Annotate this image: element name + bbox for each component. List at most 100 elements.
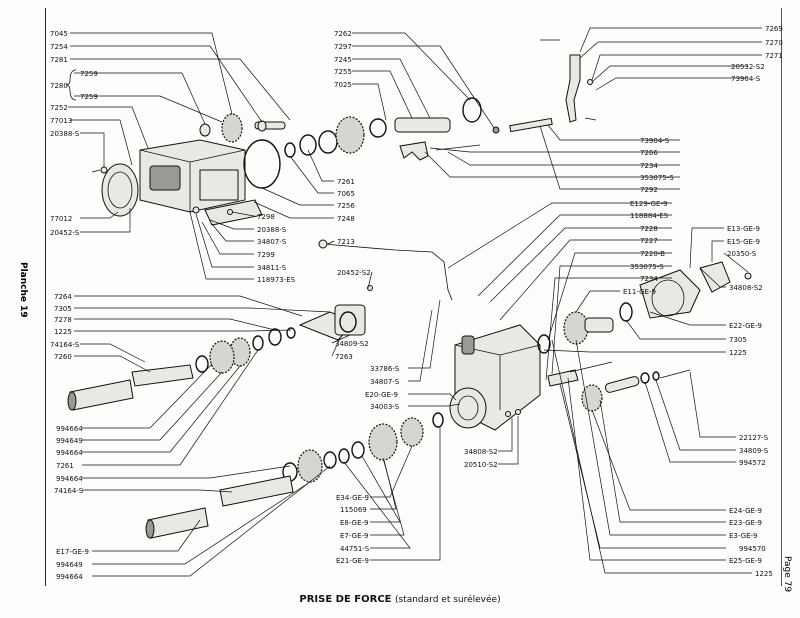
callout: E34-GE-9	[336, 494, 369, 502]
callout: 7305	[54, 305, 72, 313]
callout: 7259	[80, 70, 98, 78]
callout: 994649	[56, 437, 83, 445]
callout: 7263	[335, 353, 353, 361]
callout: E23-GE-9	[729, 519, 762, 527]
callout: 7305	[729, 336, 747, 344]
callout: 7045	[50, 30, 68, 38]
callout: 20388-S	[257, 226, 287, 234]
callout: 7234	[640, 162, 658, 170]
callout: 1225	[755, 570, 773, 578]
leader-lines	[65, 27, 762, 577]
callout: 7266	[640, 149, 658, 157]
callout: E24-GE-9	[729, 507, 762, 515]
callout: 7227	[640, 237, 658, 245]
callout: 73904-S	[731, 75, 761, 83]
callout: 7280	[50, 82, 68, 90]
main-housing	[449, 324, 541, 431]
callout: 994572	[739, 459, 766, 467]
callout: 7270	[765, 39, 783, 47]
upper-housing	[139, 139, 246, 213]
callout: 77012	[50, 215, 72, 223]
callout: 33786-S	[370, 365, 400, 373]
callout: 118973-ES	[257, 276, 296, 284]
callout: 7245	[334, 56, 352, 64]
callout: 7299	[257, 251, 275, 259]
callout: E7-GE-9	[340, 532, 369, 540]
callout: 73904-S	[640, 137, 670, 145]
callout: 34807-S	[257, 238, 287, 246]
gasket-ring	[243, 139, 281, 189]
page-number: Page 79	[782, 556, 794, 596]
callout: 7260	[54, 353, 72, 361]
callout: E8-GE-9	[340, 519, 369, 527]
callout: 7234	[640, 275, 658, 283]
callout: 7271	[765, 52, 783, 60]
callout: 7262	[334, 30, 352, 38]
callout: 7264	[54, 293, 72, 301]
callout: 994649	[56, 561, 83, 569]
callout: 994664	[56, 573, 83, 581]
plate-number: Planche 19	[18, 262, 28, 352]
callout: 7261	[56, 462, 74, 470]
callout-labels: 7045 7254 7281 7280 7259 7259 7252 77013…	[50, 25, 783, 581]
callout: 20510-S2	[464, 461, 498, 469]
callout: 77013	[50, 117, 72, 125]
callout: E13-GE-9	[727, 225, 760, 233]
callout: 74164-S	[54, 487, 84, 495]
callout: 7298	[257, 213, 275, 221]
side-cover	[101, 163, 139, 217]
callout: 7025	[334, 81, 352, 89]
callout: 20350-S	[727, 250, 757, 258]
callout: 115069	[340, 506, 367, 514]
callout: E129-GE-9	[630, 200, 667, 208]
callout: 7220-B	[640, 250, 665, 258]
caption-title: PRISE DE FORCE	[299, 594, 392, 605]
callout: 34807-S	[370, 378, 400, 386]
figure-caption: PRISE DE FORCE (standard et surélevée)	[0, 594, 800, 605]
callout: 22127-S	[739, 434, 769, 442]
callout: 7278	[54, 316, 72, 324]
callout: 34809-S	[739, 447, 769, 455]
callout: 74164-S	[50, 341, 80, 349]
callout: 7248	[337, 215, 355, 223]
callout: 7281	[50, 56, 68, 64]
callout: E11-GE-9	[623, 288, 656, 296]
callout: 20532-S2	[731, 63, 765, 71]
callout: 34811-S	[257, 264, 287, 272]
callout: 353075-S	[640, 174, 674, 182]
callout: 1225	[54, 328, 72, 336]
callout: 994570	[739, 545, 766, 553]
callout: 7252	[50, 104, 68, 112]
callout: E21-GE-9	[336, 557, 369, 565]
callout: 7228	[640, 225, 658, 233]
page-number-text: Page 79	[782, 556, 792, 593]
callout: E15-GE-9	[727, 238, 760, 246]
callout: E20-GE-9	[365, 391, 398, 399]
gear-left	[209, 340, 235, 374]
gear-e11	[563, 311, 589, 345]
callout: 353075-S	[630, 263, 664, 271]
callout: 7292	[640, 186, 658, 194]
callout: 20388-S	[50, 130, 80, 138]
callout: 20452-S2	[337, 269, 371, 277]
caption-subtitle: (standard et surélevée)	[394, 595, 501, 605]
callout: E3-GE-9	[729, 532, 758, 540]
callout: 34809-S2	[335, 340, 369, 348]
callout: 20452-S	[50, 229, 80, 237]
callout: 7259	[80, 93, 98, 101]
callout: 7256	[337, 202, 355, 210]
callout: 34808-S2	[729, 284, 763, 292]
callout: 7269	[765, 25, 783, 33]
callout: 7065	[337, 190, 355, 198]
callout: E17-GE-9	[56, 548, 89, 556]
callout: 7213	[337, 238, 355, 246]
parts-layer	[67, 39, 752, 539]
callout: 7261	[337, 178, 355, 186]
callout: 7297	[334, 43, 352, 51]
callout: 994664	[56, 425, 83, 433]
callout: 994664	[56, 449, 83, 457]
callout: 34003-S	[370, 403, 400, 411]
callout: 118884-ES	[630, 212, 669, 220]
callout: E25-GE-9	[729, 557, 762, 565]
